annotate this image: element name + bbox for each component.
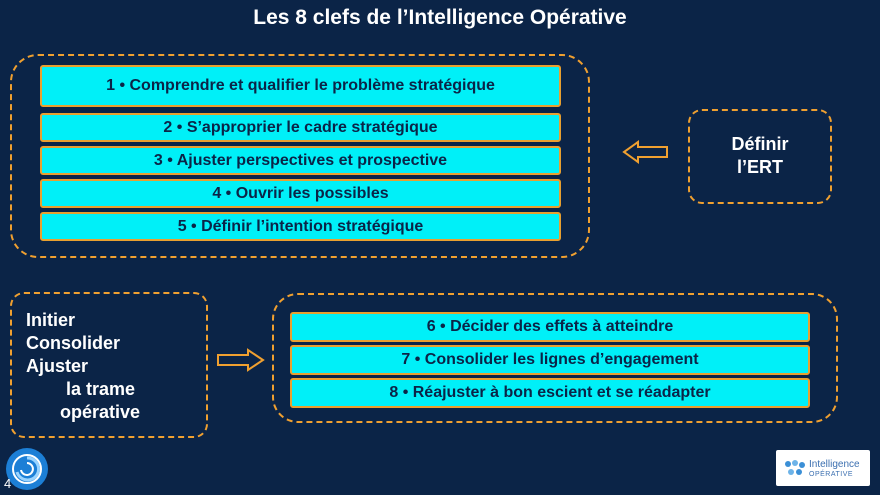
operative-frame-box — [10, 292, 208, 438]
top-keys-group — [10, 54, 590, 258]
key-5: 5 • Définir l’intention stratégique — [40, 212, 561, 241]
ert-box — [688, 109, 832, 204]
left-line-3: Ajuster — [26, 356, 89, 376]
key-2: 2 • S’approprier le cadre stratégique — [40, 113, 561, 142]
page-title: Les 8 clefs de l’Intelligence Opérative — [253, 6, 627, 29]
intelligence-operative-logo: Intelligence OPÉRATIVE — [776, 450, 870, 486]
key-1: 1 • Comprendre et qualifier le problème … — [40, 65, 561, 107]
logo-line-2: OPÉRATIVE — [809, 471, 854, 478]
key-3: 3 • Ajuster perspectives et prospective — [40, 146, 561, 175]
left-line-1: Initier — [26, 310, 76, 330]
logo-line-1: Intelligence — [809, 459, 860, 470]
left-line-4: la trame — [66, 379, 136, 399]
ert-line-1: Définir — [731, 134, 789, 154]
dots-logo-icon — [785, 460, 805, 475]
left-line-2: Consolider — [26, 333, 121, 353]
key-7: 7 • Consolider les lignes d’engagement — [290, 345, 810, 375]
arrow-right-icon — [217, 348, 265, 372]
key-8: 8 • Réajuster à bon escient et se réadap… — [290, 378, 810, 408]
arrow-left-icon — [622, 140, 668, 164]
key-6: 6 • Décider des effets à atteindre — [290, 312, 810, 342]
revo-emi-logo — [6, 448, 48, 490]
key-4: 4 • Ouvrir les possibles — [40, 179, 561, 208]
bottom-keys-group — [272, 293, 838, 423]
ert-line-2: l’ERT — [736, 157, 783, 177]
left-line-5: opérative — [60, 402, 141, 422]
revo-emi-logo-text: REVO-EMI — [6, 486, 11, 487]
page-number: 4 — [4, 476, 12, 491]
